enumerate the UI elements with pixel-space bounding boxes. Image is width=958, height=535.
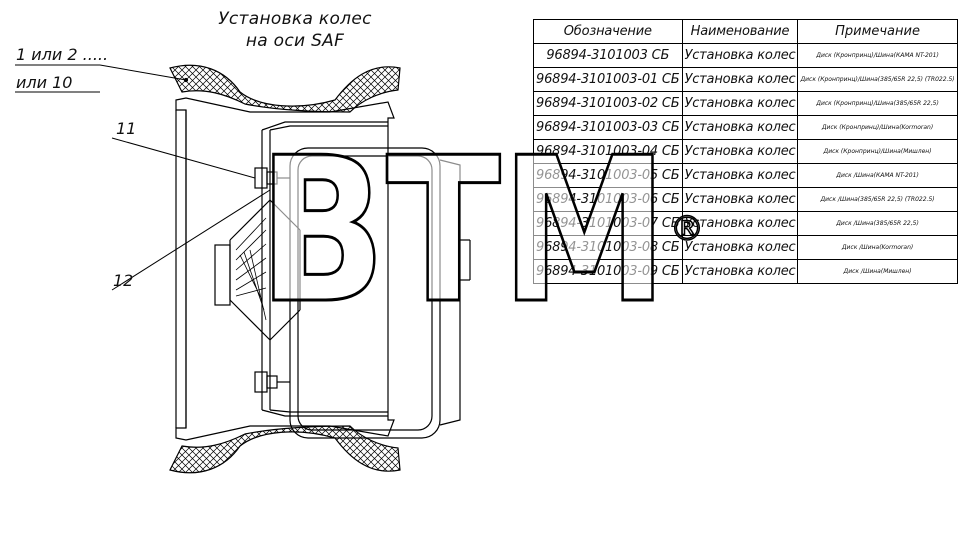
row-name: Установка колес [681,91,799,116]
row-name: Установка колес [681,187,799,212]
row-name: Установка колес [681,163,799,188]
table-row: 96894-3101003-05 СБ Установка колес Диск… [533,163,958,188]
wheel-bolt-lower [254,371,290,393]
row-note: Диск (Кронпринц)/Шина(385/65R 22,5) [797,91,958,116]
table-header-row: Обозначение Наименование Примечание [533,19,958,44]
row-note: Диск (Кронпринц)/Шина(КАМА NT-201) [797,43,958,68]
row-designation: 96894-3101003 СБ [533,43,683,68]
row-name: Установка колес [681,259,799,284]
row-note: Диск (Кронпринц)/Шина(Мишлен) [797,139,958,164]
header-name: Наименование [681,19,799,44]
header-note: Примечание [797,19,958,44]
table-row: 96894-3101003-08 СБ Установка колес Диск… [533,235,958,260]
row-designation: 96894-3101003-08 СБ [533,235,683,260]
row-designation: 96894-3101003-01 СБ [533,67,683,92]
table-row: 96894-3101003 СБ Установка колес Диск (К… [533,43,958,68]
row-note: Диск /Шина(Мишлен) [797,259,958,284]
tire-section-bottom [169,425,401,474]
table-row: 96894-3101003-04 СБ Установка колес Диск… [533,139,958,164]
row-note: Диск /Шина(385/65R 22,5) (TR022.5) [797,187,958,212]
row-designation: 96894-3101003-02 СБ [533,91,683,116]
row-note: Диск (Кронпринц)/Шина(385/65R 22,5) (TR0… [797,67,958,92]
title-line-2: на оси SAF [245,31,345,51]
specification-table: Обозначение Наименование Примечание 9689… [533,19,958,284]
row-note: Диск /Шина(КАМА NT-201) [797,163,958,188]
table-row: 96894-3101003-02 СБ Установка колес Диск… [533,91,958,116]
hub-drum [289,147,441,439]
watermark-registered-mark: ® [670,209,704,249]
btm-watermark: BTM ® [257,114,705,350]
watermark-logo: BTM [258,115,668,348]
callout-1-line-2: или 10 [16,73,73,92]
row-name: Установка колес [681,139,799,164]
callout-11: 11 [116,119,137,138]
header-designation: Обозначение [533,19,683,44]
title-line-1: Установка колес [218,9,372,29]
callout-12: 12 [113,271,134,290]
row-designation: 96894-3101003-04 СБ [533,139,683,164]
drawing-title: Установка колес на оси SAF [200,8,390,52]
leader-11 [111,137,256,179]
leader-12 [111,189,271,291]
row-note: Диск /Шина(Kormoran) [797,235,958,260]
table-row: 96894-3101003-03 СБ Установка колес Диск… [533,115,958,140]
table-row: 96894-3101003-01 СБ Установка колес Диск… [533,67,958,92]
callout-1-line-1: 1 или 2 ..... [16,45,109,64]
hub-flange [439,159,461,426]
wheel-assembly-drawing [15,64,471,474]
row-note: Диск (Кронпринц)/Шина(Kormoran) [797,115,958,140]
wheel-disc [261,121,388,417]
row-name: Установка колес [681,211,799,236]
row-name: Установка колес [681,43,799,68]
row-designation: 96894-3101003-05 СБ [533,163,683,188]
row-name: Установка колес [681,67,799,92]
row-name: Установка колес [681,115,799,140]
row-note: Диск /Шина(385/65R 22,5) [797,211,958,236]
table-row: 96894-3101003-06 СБ Установка колес Диск… [533,187,958,212]
tire-section-top [169,64,401,113]
table-row: 96894-3101003-09 СБ Установка колес Диск… [533,259,958,284]
row-name: Установка колес [681,235,799,260]
row-designation: 96894-3101003-06 СБ [533,187,683,212]
row-designation: 96894-3101003-09 СБ [533,259,683,284]
